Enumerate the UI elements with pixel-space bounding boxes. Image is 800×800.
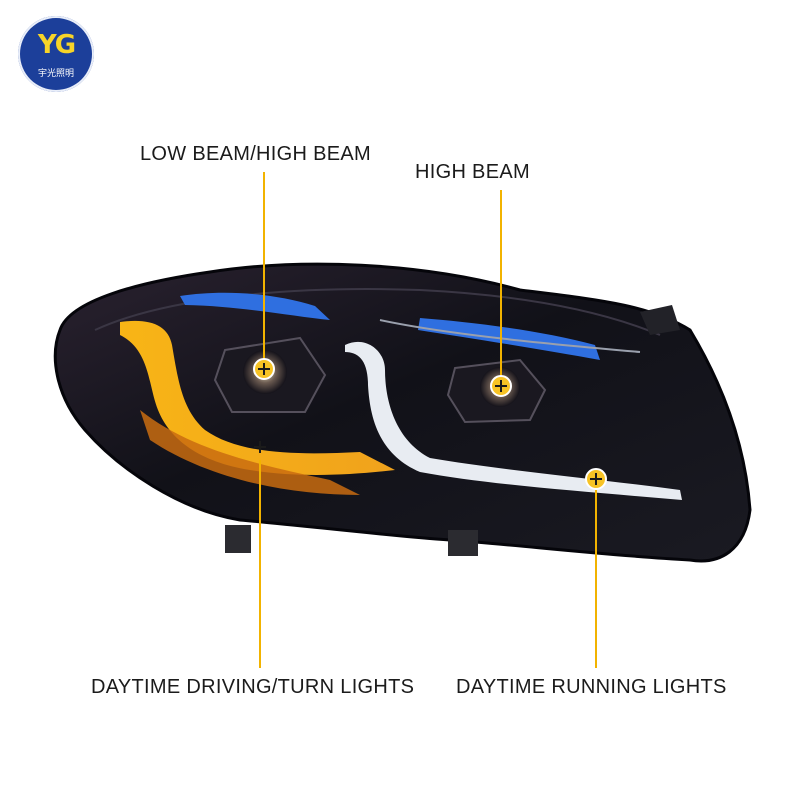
logo-text: 宇光照明 (37, 69, 74, 79)
logo-mark: YG (37, 30, 76, 60)
marker-high (490, 375, 512, 397)
callout-label-high-beam: HIGH BEAM (415, 161, 530, 183)
marker-running (585, 468, 607, 490)
callout-label-low-high-beam: LOW BEAM/HIGH BEAM (140, 143, 371, 165)
blue-accent-left (180, 292, 330, 320)
amber-drl-strip (120, 320, 395, 475)
marker-drl-turn (254, 441, 266, 453)
brand-logo: YG 宇光照明 (18, 16, 94, 92)
callout-label-daytime-driving-turn: DAYTIME DRIVING/TURN LIGHTS (91, 676, 415, 698)
mount-tab-right (448, 530, 478, 556)
mount-tab-top (640, 305, 680, 335)
marker-low-high (253, 358, 275, 380)
callout-label-daytime-running: DAYTIME RUNNING LIGHTS (456, 676, 727, 698)
mount-tab-left (225, 525, 251, 553)
white-drl-strip (345, 341, 682, 500)
